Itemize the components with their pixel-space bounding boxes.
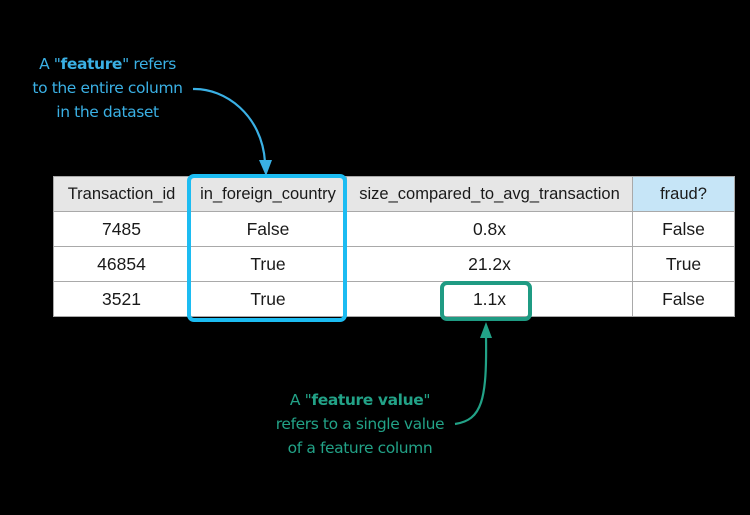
table-row: 3521 True 1.1x False: [53, 281, 735, 317]
feature-annotation-line-3: in the dataset: [56, 103, 159, 121]
feature-column-highlight: [187, 174, 347, 322]
feature-value-annotation-line-2: refers to a single value: [275, 415, 445, 433]
cell-in-foreign-country: False: [189, 211, 347, 247]
feature-arrow-icon: [192, 87, 272, 176]
header-transaction-id: Transaction_id: [53, 176, 190, 212]
cell-fraud: False: [632, 281, 735, 317]
feature-value-annotation: A "feature value" refers to a single val…: [262, 388, 458, 460]
cell-in-foreign-country: True: [189, 246, 347, 282]
cell-transaction-id: 3521: [53, 281, 190, 317]
cell-fraud: True: [632, 246, 735, 282]
table-header-row: Transaction_id in_foreign_country size_c…: [53, 176, 735, 212]
cell-fraud: False: [632, 211, 735, 247]
feature-annotation-line-1: A "feature" refers: [39, 55, 176, 73]
feature-value-annotation-line-1: A "feature value": [289, 391, 431, 409]
header-in-foreign-country: in_foreign_country: [189, 176, 347, 212]
feature-value-annotation-line-3: of a feature column: [287, 439, 433, 457]
header-fraud: fraud?: [632, 176, 735, 212]
cell-in-foreign-country: True: [189, 281, 347, 317]
feature-annotation-line-2: to the entire column: [32, 79, 183, 97]
cell-size-compared: 1.1x: [346, 281, 633, 317]
transactions-table: Transaction_id in_foreign_country size_c…: [53, 176, 735, 317]
header-size-compared: size_compared_to_avg_transaction: [346, 176, 633, 212]
feature-value-arrow-icon: [454, 322, 492, 426]
feature-value-highlight: [440, 281, 532, 321]
feature-annotation: A "feature" refers to the entire column …: [20, 52, 195, 124]
